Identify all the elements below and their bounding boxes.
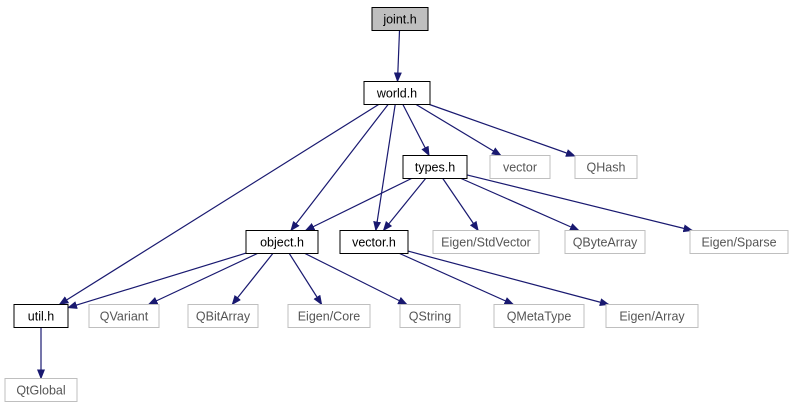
node-box-object — [245, 230, 319, 254]
node-label-object: object.h — [260, 236, 304, 250]
node-types[interactable]: types.h — [402, 155, 468, 179]
node-label-eigen_stdvector: Eigen/StdVector — [441, 236, 531, 250]
node-eigen_core: Eigen/Core — [287, 304, 371, 328]
node-qbytearray: QByteArray — [564, 230, 646, 254]
node-label-world: world.h — [376, 87, 417, 101]
node-joint[interactable]: joint.h — [371, 7, 429, 31]
edge-object-to-qstring — [304, 252, 408, 306]
node-box-eigen_array — [605, 304, 699, 328]
nodes-layer: joint.h world.h types.h vector QHash object.h… — [4, 7, 789, 402]
node-label-util: util.h — [28, 310, 54, 324]
node-box-joint — [371, 7, 429, 31]
edge-world-to-vector_h — [373, 104, 396, 232]
edge-world-to-vector_std — [415, 103, 502, 157]
node-qstring: QString — [399, 304, 461, 328]
node-label-qvariant: QVariant — [100, 310, 149, 324]
node-eigen_sparse: Eigen/Sparse — [689, 230, 789, 254]
edge-object-to-qvariant — [147, 252, 258, 306]
node-label-eigen_core: Eigen/Core — [298, 310, 361, 324]
edge-joint-to-world — [393, 30, 402, 83]
node-eigen_array: Eigen/Array — [605, 304, 699, 328]
edge-world-to-types — [402, 104, 430, 157]
node-label-qstring: QString — [409, 310, 451, 324]
node-label-qmetatype: QMetaType — [507, 310, 572, 324]
node-box-vector_std — [489, 155, 551, 179]
edge-types-to-object — [304, 177, 412, 232]
node-box-util — [13, 304, 69, 328]
edge-types-to-qbytearray — [460, 177, 580, 232]
node-box-eigen_sparse — [689, 230, 789, 254]
edge-types-to-vector_h — [382, 178, 427, 232]
node-label-qtglobal: QtGlobal — [16, 384, 65, 398]
node-label-eigen_array: Eigen/Array — [619, 310, 685, 324]
edge-vector_h-to-eigen_array — [407, 250, 610, 307]
edge-types-to-eigen_stdvector — [442, 178, 479, 232]
node-label-qbitarray: QBitArray — [196, 310, 251, 324]
node-label-qbytearray: QByteArray — [573, 236, 638, 250]
node-box-qvariant — [88, 304, 160, 328]
node-qhash: QHash — [574, 155, 638, 179]
node-box-world — [363, 81, 431, 105]
node-label-vector_std: vector — [503, 161, 537, 175]
node-qtglobal: QtGlobal — [4, 378, 78, 402]
edge-object-to-eigen_core — [288, 253, 323, 306]
node-box-qstring — [399, 304, 461, 328]
node-box-qtglobal — [4, 378, 78, 402]
node-box-vector_h — [339, 230, 409, 254]
node-box-eigen_stdvector — [432, 230, 540, 254]
node-box-qmetatype — [493, 304, 585, 328]
edge-object-to-util — [67, 252, 247, 309]
node-util[interactable]: util.h — [13, 304, 69, 328]
node-box-qbytearray — [564, 230, 646, 254]
edge-world-to-qhash — [429, 103, 576, 157]
node-eigen_stdvector: Eigen/StdVector — [432, 230, 540, 254]
edge-world-to-util — [58, 103, 379, 306]
node-label-qhash: QHash — [587, 161, 626, 175]
node-label-joint: joint.h — [382, 13, 416, 27]
node-box-qhash — [574, 155, 638, 179]
edge-types-to-eigen_sparse — [466, 174, 694, 233]
edge-object-to-qbitarray — [231, 253, 274, 306]
node-label-eigen_sparse: Eigen/Sparse — [701, 236, 776, 250]
edge-world-to-object — [290, 104, 389, 232]
node-vector_std: vector — [489, 155, 551, 179]
node-qvariant: QVariant — [88, 304, 160, 328]
node-qbitarray: QBitArray — [187, 304, 259, 328]
node-label-vector_h: vector.h — [352, 236, 396, 250]
node-vector_h[interactable]: vector.h — [339, 230, 409, 254]
node-box-qbitarray — [187, 304, 259, 328]
node-object[interactable]: object.h — [245, 230, 319, 254]
node-label-types: types.h — [415, 161, 455, 175]
node-world[interactable]: world.h — [363, 81, 431, 105]
edge-vector_h-to-qmetatype — [399, 252, 515, 306]
node-box-types — [402, 155, 468, 179]
node-box-eigen_core — [287, 304, 371, 328]
node-qmetatype: QMetaType — [493, 304, 585, 328]
edges-layer — [37, 30, 694, 380]
